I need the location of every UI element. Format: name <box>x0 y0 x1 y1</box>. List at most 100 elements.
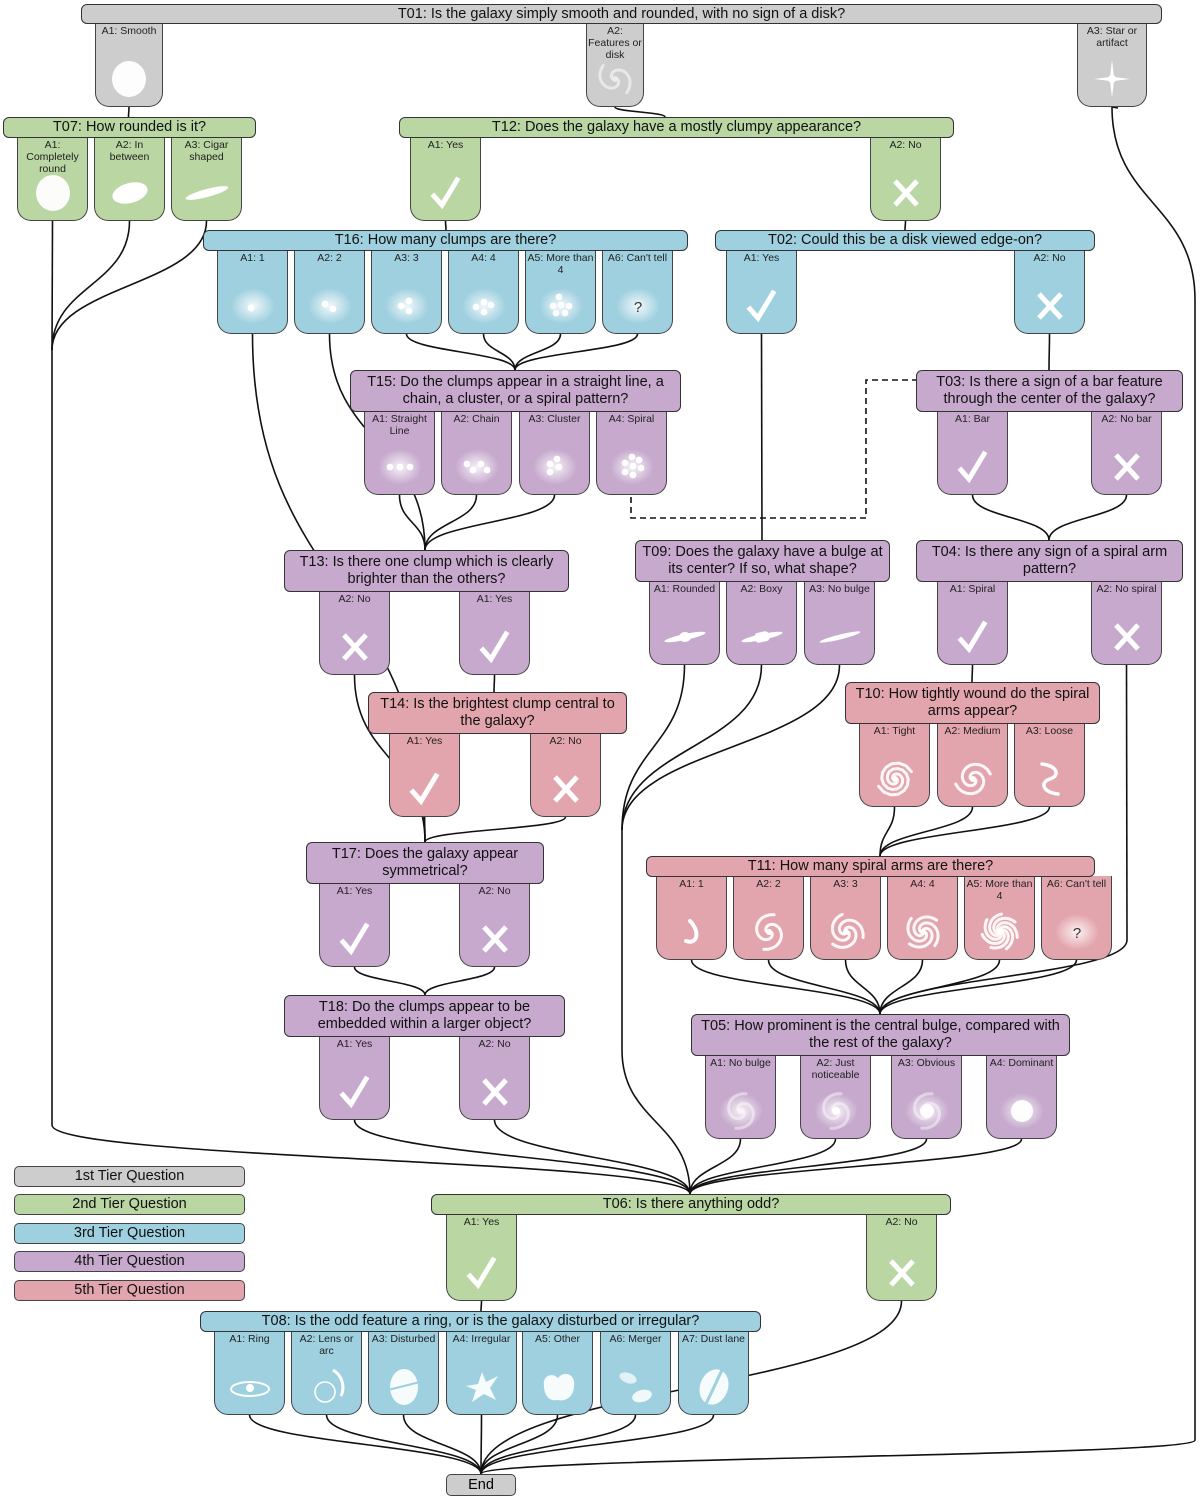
answer-t10-a3[interactable]: A3: Loose <box>1014 723 1085 807</box>
answer-t08-a3[interactable]: A3: Disturbed <box>368 1331 439 1415</box>
answer-t08-a4[interactable]: A4: Irregular <box>446 1331 517 1415</box>
answer-label: A2: No <box>478 1038 511 1050</box>
bulge-dominant-icon <box>987 1090 1056 1132</box>
bulge-none-icon <box>706 1090 775 1132</box>
answer-t01-a3[interactable]: A3: Star or artifact <box>1077 23 1147 107</box>
answer-t01-a1[interactable]: A1: Smooth <box>95 23 163 107</box>
answer-t12-a2[interactable]: A2: No <box>870 137 941 221</box>
check-icon <box>320 918 389 960</box>
answer-t11-a5[interactable]: A5: More than 4 <box>964 876 1035 960</box>
answer-label: A4: Spiral <box>608 413 655 425</box>
answer-t14-a2[interactable]: A2: No <box>530 733 601 817</box>
answer-t07-a2[interactable]: A2: In between <box>94 137 165 221</box>
answer-t03-a1[interactable]: A1: Bar <box>937 411 1008 495</box>
answer-t09-a3[interactable]: A3: No bulge <box>804 581 875 665</box>
connector-t16-a6 <box>514 333 639 371</box>
answer-t06-a2[interactable]: A2: No <box>866 1214 937 1301</box>
answer-t16-a4[interactable]: A4: 4 <box>448 250 519 334</box>
answer-t16-a3[interactable]: A3: 3 <box>371 250 442 334</box>
answer-t16-a6[interactable]: A6: Can't tell? <box>602 250 673 334</box>
answer-t10-a1[interactable]: A1: Tight <box>859 723 930 807</box>
answer-t15-a4[interactable]: A4: Spiral <box>596 411 667 495</box>
answer-t02-a1[interactable]: A1: Yes <box>726 250 797 334</box>
legend-tier-3: 3rd Tier Question <box>14 1223 245 1244</box>
answer-t06-a1[interactable]: A1: Yes <box>446 1214 517 1301</box>
answer-t08-a6[interactable]: A6: Merger <box>600 1331 671 1415</box>
arms-4-icon <box>888 911 957 953</box>
answer-label: A1: Yes <box>743 252 780 264</box>
answer-t18-a2[interactable]: A2: No <box>459 1036 530 1120</box>
answer-t12-a1[interactable]: A1: Yes <box>410 137 481 221</box>
loose-spiral-icon <box>1015 758 1084 800</box>
answer-label: A1: No bulge <box>710 1057 771 1069</box>
question-text: T11: How many spiral arms are there? <box>747 858 994 874</box>
answer-t16-a5[interactable]: A5: More than 4 <box>525 250 596 334</box>
answer-t18-a1[interactable]: A1: Yes <box>319 1036 390 1120</box>
connector-t08-a7 <box>480 1414 715 1475</box>
answer-label: A3: 3 <box>833 878 858 890</box>
answer-label: A2: Lens or arc <box>299 1333 354 1357</box>
merger-icon <box>601 1366 670 1408</box>
answer-t09-a1[interactable]: A1: Rounded <box>649 581 720 665</box>
answer-t03-a2[interactable]: A2: No bar <box>1091 411 1162 495</box>
connector-t16-a4 <box>482 333 516 371</box>
connector-t08-a1 <box>248 1414 482 1475</box>
svg-text:?: ? <box>1072 925 1080 942</box>
answer-t05-a1[interactable]: A1: No bulge <box>705 1055 776 1139</box>
answer-t16-a1[interactable]: A1: 1 <box>217 250 288 334</box>
connector-t06-a1 <box>480 1300 483 1312</box>
answer-t10-a2[interactable]: A2: Medium <box>937 723 1008 807</box>
answer-t11-a6[interactable]: A6: Can't tell? <box>1041 876 1112 960</box>
answer-t02-a2[interactable]: A2: No <box>1014 250 1085 334</box>
connector-t11-a1 <box>690 959 881 1015</box>
answer-t13-a1[interactable]: A2: No <box>319 591 390 675</box>
cross-icon <box>531 768 600 810</box>
arms-2-icon <box>734 911 803 953</box>
bulge-small-icon <box>801 1090 870 1132</box>
cross-icon <box>871 172 940 214</box>
answer-t07-a3[interactable]: A3: Cigar shaped <box>171 137 242 221</box>
cross-icon <box>1092 446 1161 488</box>
answer-t15-a1[interactable]: A1: Straight Line <box>364 411 435 495</box>
question-text: T06: Is there anything odd? <box>602 1196 780 1212</box>
question-text: T05: How prominent is the central bulge,… <box>701 1018 1060 1051</box>
answer-t17-a1[interactable]: A1: Yes <box>319 883 390 967</box>
answer-t08-a2[interactable]: A2: Lens or arc <box>291 1331 362 1415</box>
answer-t04-a2[interactable]: A2: No spiral <box>1091 581 1162 665</box>
answer-t05-a3[interactable]: A3: Obvious <box>891 1055 962 1139</box>
answer-t14-a1[interactable]: A1: Yes <box>389 733 460 817</box>
connector-t02-a2 <box>1048 333 1051 371</box>
answer-t05-a2[interactable]: A2: Just noticeable <box>800 1055 871 1139</box>
connector-t15-a1 <box>398 494 426 551</box>
connector-t18-a1 <box>353 1119 691 1195</box>
connector-t01-a3-c <box>480 1439 1196 1475</box>
answer-t17-a2[interactable]: A2: No <box>459 883 530 967</box>
answer-t07-a1[interactable]: A1: Completely round <box>17 137 88 221</box>
answer-label: A4: Irregular <box>452 1333 511 1345</box>
answer-label: A2: No <box>549 735 582 747</box>
question-t14: T14: Is the brightest clump central to t… <box>368 692 627 734</box>
answer-t13-a2[interactable]: A1: Yes <box>459 591 530 675</box>
answer-t04-a1[interactable]: A1: Spiral <box>937 581 1008 665</box>
answer-t11-a1[interactable]: A1: 1 <box>656 876 727 960</box>
answer-t09-a2[interactable]: A2: Boxy <box>726 581 797 665</box>
answer-t15-a2[interactable]: A2: Chain <box>441 411 512 495</box>
clumps-spiral-icon <box>597 446 666 488</box>
check-icon <box>938 446 1007 488</box>
answer-label: A3: Loose <box>1025 725 1074 737</box>
end-node[interactable]: End <box>446 1474 516 1496</box>
answer-t15-a3[interactable]: A3: Cluster <box>519 411 590 495</box>
answer-t05-a4[interactable]: A4: Dominant <box>986 1055 1057 1139</box>
connector-t10-a3 <box>879 806 1051 857</box>
answer-t11-a3[interactable]: A3: 3 <box>810 876 881 960</box>
question-t08: T08: Is the odd feature a ring, or is th… <box>200 1311 761 1332</box>
answer-t11-a4[interactable]: A4: 4 <box>887 876 958 960</box>
connector-t05-a1 <box>689 1138 742 1195</box>
answer-t08-a1[interactable]: A1: Ring <box>214 1331 285 1415</box>
answer-t11-a2[interactable]: A2: 2 <box>733 876 804 960</box>
answer-t01-a2[interactable]: A2: Features or disk <box>586 23 644 107</box>
answer-t08-a7[interactable]: A7: Dust lane <box>678 1331 749 1415</box>
answer-t08-a5[interactable]: A5: Other <box>522 1331 593 1415</box>
connector-t05-a4 <box>689 1138 1023 1195</box>
answer-t16-a2[interactable]: A2: 2 <box>294 250 365 334</box>
